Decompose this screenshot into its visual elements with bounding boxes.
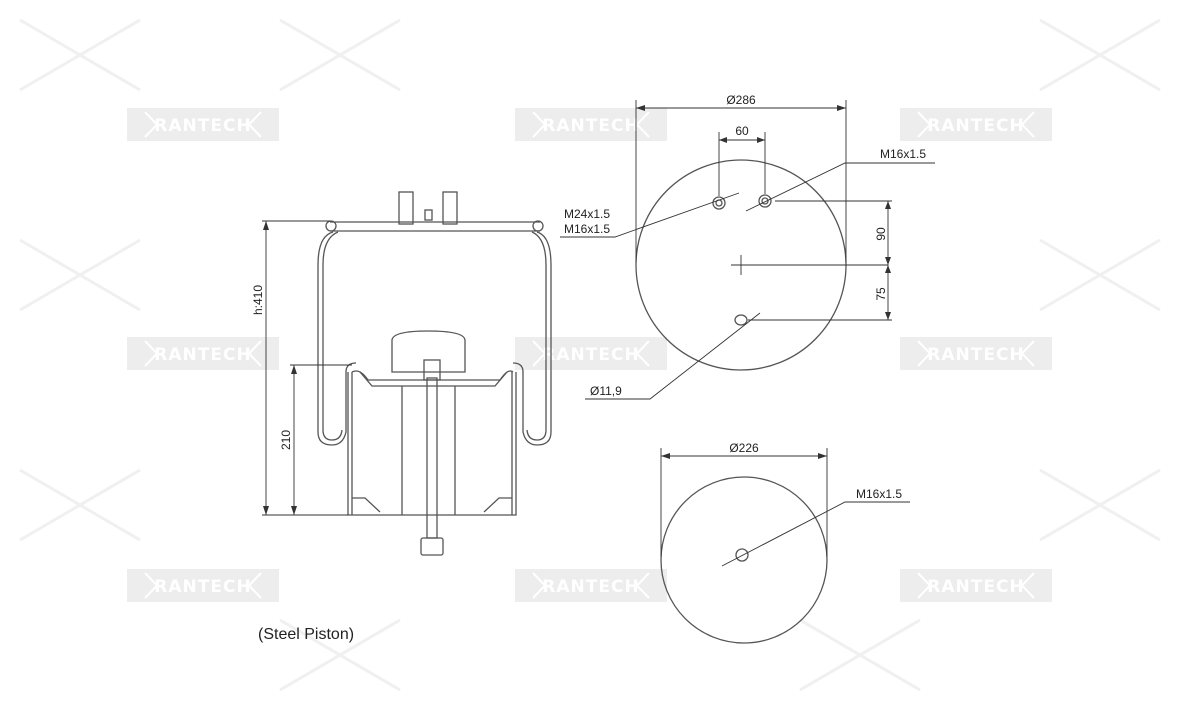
watermark: RANTECH [127,108,279,141]
watermark: RANTECH [515,569,667,602]
air-spring-side-view [317,191,552,556]
stud [398,191,414,225]
nut [420,537,444,556]
stud [442,191,458,225]
bellows-right [512,231,552,446]
piston-diameter-label: Ø226 [729,441,759,455]
svg-text:RANTECH: RANTECH [927,116,1024,136]
bolt-head [423,359,441,381]
background-pattern [19,18,1161,692]
upper-offset-label: 90 [874,227,888,241]
height-label: h:410 [251,285,265,315]
piston-outline [660,476,828,644]
svg-text:RANTECH: RANTECH [154,116,251,136]
air-fitting [424,209,433,221]
piston [347,372,517,516]
svg-text:RANTECH: RANTECH [542,345,639,365]
watermarks: RANTECH RANTECH RANTECH RANTECH RANTECH … [127,108,1052,602]
bellows-left [317,231,357,446]
thread-right-label: M16x1.5 [880,147,926,161]
watermark: RANTECH [900,337,1052,370]
bumper [391,330,466,373]
side-dimensions: h:410 210 (Steel Piston) [251,220,354,643]
svg-text:RANTECH: RANTECH [542,577,639,597]
top-plate-view: Ø286 60 90 75 M16x1.5 M24x1.5 M16x1.5 Ø1… [560,93,935,400]
watermark: RANTECH [900,569,1052,602]
thread-left-label-1: M24x1.5 [564,207,610,221]
piston-height-label: 210 [279,430,293,450]
pin-hole-label: Ø11,9 [590,384,622,398]
piston-thread-label: M16x1.5 [856,487,902,501]
plate-diameter-label: Ø286 [726,93,756,107]
watermark: RANTECH [127,337,279,370]
svg-text:RANTECH: RANTECH [542,116,639,136]
watermark: RANTECH [900,108,1052,141]
thread-left-label-2: M16x1.5 [564,222,610,236]
caption: (Steel Piston) [258,626,354,643]
svg-text:RANTECH: RANTECH [927,577,1024,597]
top-plate [330,221,540,232]
svg-text:RANTECH: RANTECH [927,345,1024,365]
svg-text:RANTECH: RANTECH [154,345,251,365]
piston-bottom-view: Ø226 M16x1.5 [660,441,910,644]
watermark: RANTECH [515,108,667,141]
watermark: RANTECH [515,337,667,370]
lower-offset-label: 75 [874,287,888,301]
svg-text:RANTECH: RANTECH [154,577,251,597]
hole-spacing-label: 60 [735,124,749,138]
watermark: RANTECH [127,569,279,602]
